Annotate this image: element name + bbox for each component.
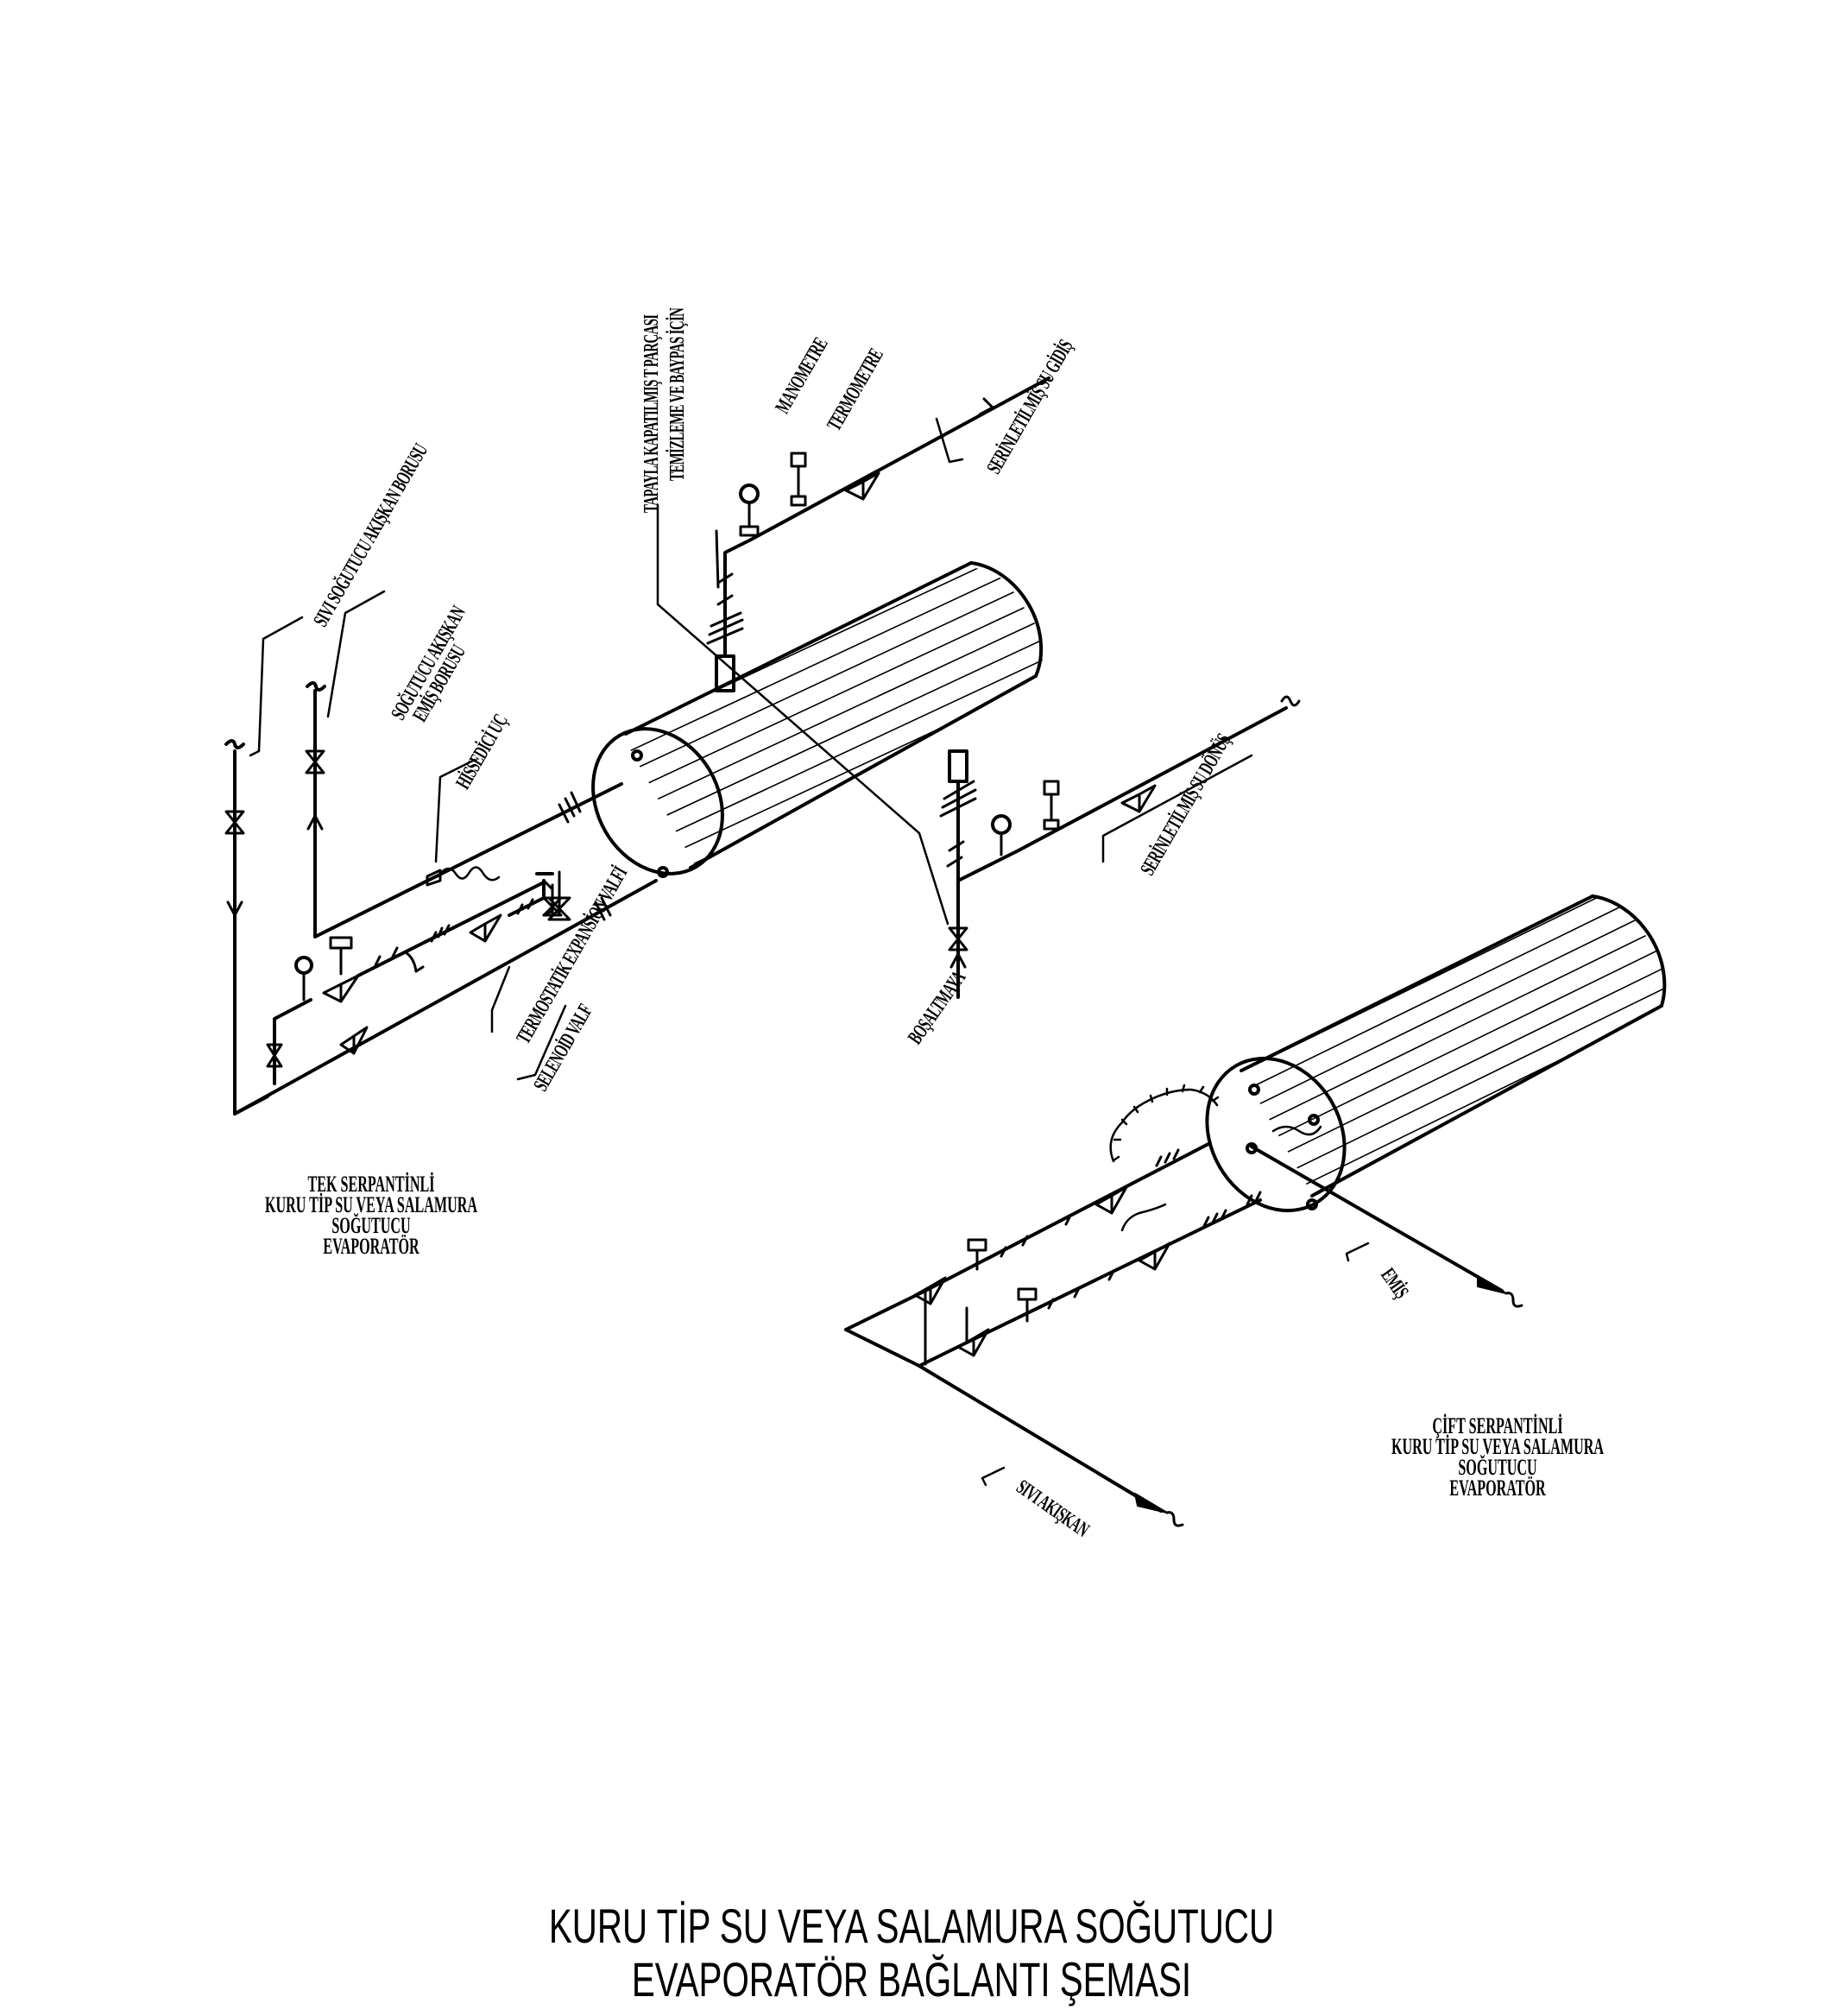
label-plugged-tee: TAPAYLA KAPATILMIŞ T PARÇASI xyxy=(640,314,663,513)
single-coil-evaporator-shell xyxy=(591,561,1044,878)
main-title-line-2: EVAPORATÖR BAĞLANTI ŞEMASI xyxy=(631,1952,1192,2007)
caption-single-coil: TEK SERPANTİNLİ KURU TİP SU VEYA SALAMUR… xyxy=(227,1172,516,1259)
double-coil-evaporator-shell xyxy=(1205,894,1667,1213)
caption-single-line-3: EVAPORATÖR xyxy=(323,1234,419,1259)
upper-leader-lines xyxy=(249,417,1253,1081)
label-cleaning-bypass: TEMİZLEME VE BAYPAS İÇİN xyxy=(666,307,689,481)
chilled-water-supply-piping xyxy=(706,376,1050,658)
caption-double-coil: ÇİFT SERPANTİNLİ KURU TİP SU VEYA SALAMU… xyxy=(1372,1413,1623,1501)
single-coil-piping xyxy=(224,681,658,1115)
main-title: KURU TİP SU VEYA SALAMURA SOĞUTUCU EVAPO… xyxy=(255,1899,1568,2007)
chilled-water-return-piping xyxy=(939,695,1301,999)
caption-double-line-3: EVAPORATÖR xyxy=(1449,1476,1546,1501)
double-coil-piping xyxy=(844,1084,1523,1527)
caption-single-line-1: TEK SERPANTİNLİ xyxy=(307,1172,435,1197)
main-title-line-1: KURU TİP SU VEYA SALAMURA SOĞUTUCU xyxy=(548,1899,1275,1953)
caption-double-line-1: ÇİFT SERPANTİNLİ xyxy=(1432,1413,1563,1438)
lower-leader-lines xyxy=(981,1242,1370,1487)
caption-single-line-2: KURU TİP SU VEYA SALAMURA SOĞUTUCU xyxy=(264,1192,478,1238)
caption-double-line-2: KURU TİP SU VEYA SALAMURA SOĞUTUCU xyxy=(1391,1434,1605,1480)
